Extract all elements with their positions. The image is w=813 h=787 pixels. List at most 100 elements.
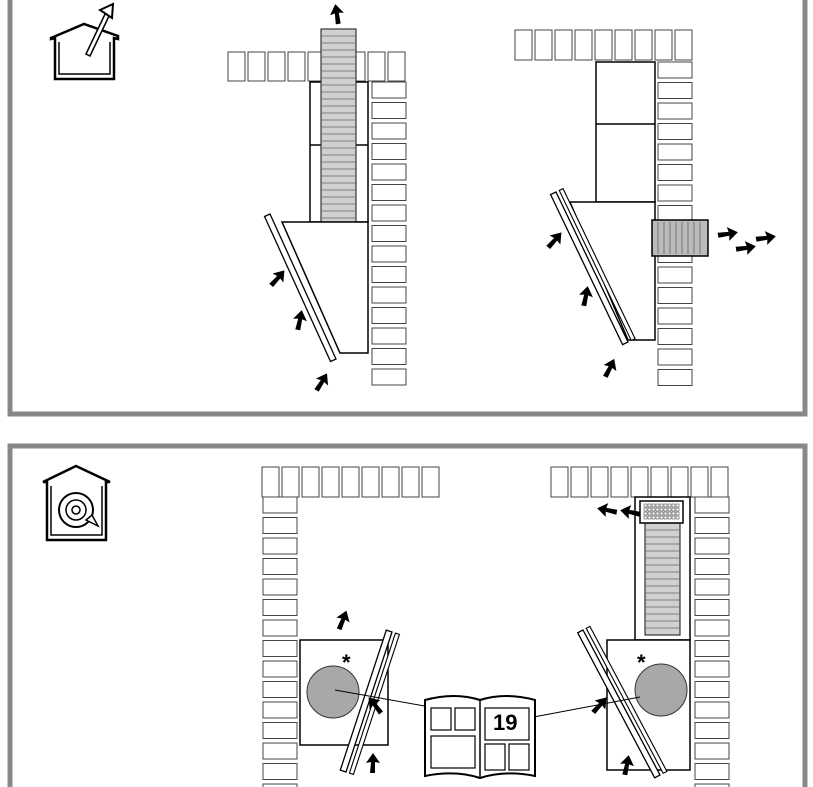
brick (262, 763, 298, 780)
glass-panel-inner (558, 187, 636, 342)
brick (694, 578, 730, 596)
brick (657, 307, 693, 325)
brick (694, 783, 730, 787)
brick (694, 558, 730, 575)
grille-hole (663, 511, 668, 516)
grille-hole (647, 507, 652, 512)
brick (694, 537, 730, 555)
brick (262, 537, 298, 555)
brick (262, 660, 298, 678)
brick (262, 496, 298, 514)
brick (694, 599, 730, 616)
panel-frame (7, 443, 808, 787)
brick (694, 619, 730, 637)
grille-hole (671, 511, 676, 516)
brick (262, 558, 298, 575)
brick (594, 29, 613, 61)
brick (534, 29, 553, 61)
airflow-arrow-icon (314, 373, 329, 392)
brick (381, 466, 400, 498)
grille-hole (675, 507, 680, 512)
brick (630, 466, 649, 498)
grille-hole (671, 503, 676, 508)
brick (694, 517, 730, 534)
brick (710, 466, 729, 498)
brick (227, 51, 246, 82)
grille-hole (675, 511, 680, 516)
airflow-arrow-icon (336, 610, 350, 631)
brick (614, 29, 633, 61)
airflow-arrow-icon (603, 358, 617, 378)
airflow-arrows (269, 4, 776, 776)
brick (694, 640, 730, 657)
brick (371, 184, 407, 201)
grille-hole (663, 507, 668, 512)
brick (421, 466, 440, 498)
brick (371, 204, 407, 222)
house-extraction-icon (49, 2, 120, 81)
grille-hole (647, 511, 652, 516)
filter-marker-left: * (342, 650, 351, 675)
brick (657, 82, 693, 99)
airflow-arrow-icon (579, 286, 593, 307)
brick (371, 266, 407, 283)
grille-hole (663, 515, 668, 520)
brick (371, 368, 407, 386)
brick (694, 681, 730, 698)
brick (262, 681, 298, 698)
brick (262, 722, 298, 739)
grille-hole (671, 515, 676, 520)
hood-body (280, 221, 369, 354)
airflow-arrow-icon (620, 755, 634, 776)
brick (657, 205, 693, 222)
airflow-arrow-icon (368, 697, 383, 715)
glass-panel (549, 191, 629, 346)
brick (657, 123, 693, 140)
brick (341, 466, 360, 498)
airflow-arrow-icon (269, 270, 285, 287)
brick (590, 466, 609, 498)
brick (371, 122, 407, 140)
brick (367, 51, 386, 82)
hood-parts (263, 28, 709, 779)
brick (371, 225, 407, 242)
manual-page-reference: 19 (493, 710, 517, 735)
brick (694, 701, 730, 719)
grille-hole (663, 503, 668, 508)
grille-hole (647, 515, 652, 520)
brick (371, 245, 407, 263)
brick (262, 783, 298, 787)
brick (262, 619, 298, 637)
grille-hole (675, 503, 680, 508)
brick (657, 348, 693, 366)
brick (262, 517, 298, 534)
brick (657, 102, 693, 120)
brick (654, 29, 673, 61)
panel-frame (7, 0, 808, 417)
wall-outlet-grille (651, 219, 709, 257)
airflow-arrow-icon (293, 310, 307, 331)
grille-hole (655, 507, 660, 512)
grille-hole (643, 515, 648, 520)
grille-hole (659, 503, 664, 508)
brick (694, 742, 730, 760)
airflow-arrow-icon (597, 503, 618, 517)
brick (514, 29, 533, 61)
grille-hole (659, 507, 664, 512)
brick (371, 163, 407, 181)
duct (320, 28, 357, 223)
brick (287, 51, 306, 82)
brick (261, 466, 280, 498)
reference-line-right (522, 696, 641, 720)
brick (371, 348, 407, 365)
grille-hole (651, 511, 656, 516)
brick (371, 307, 407, 324)
brick (550, 466, 569, 498)
glass-panel (263, 213, 337, 363)
airflow-arrow-icon (591, 697, 607, 714)
brick (281, 466, 300, 498)
brick (267, 51, 286, 82)
brick (657, 287, 693, 304)
grille-hole (667, 515, 672, 520)
